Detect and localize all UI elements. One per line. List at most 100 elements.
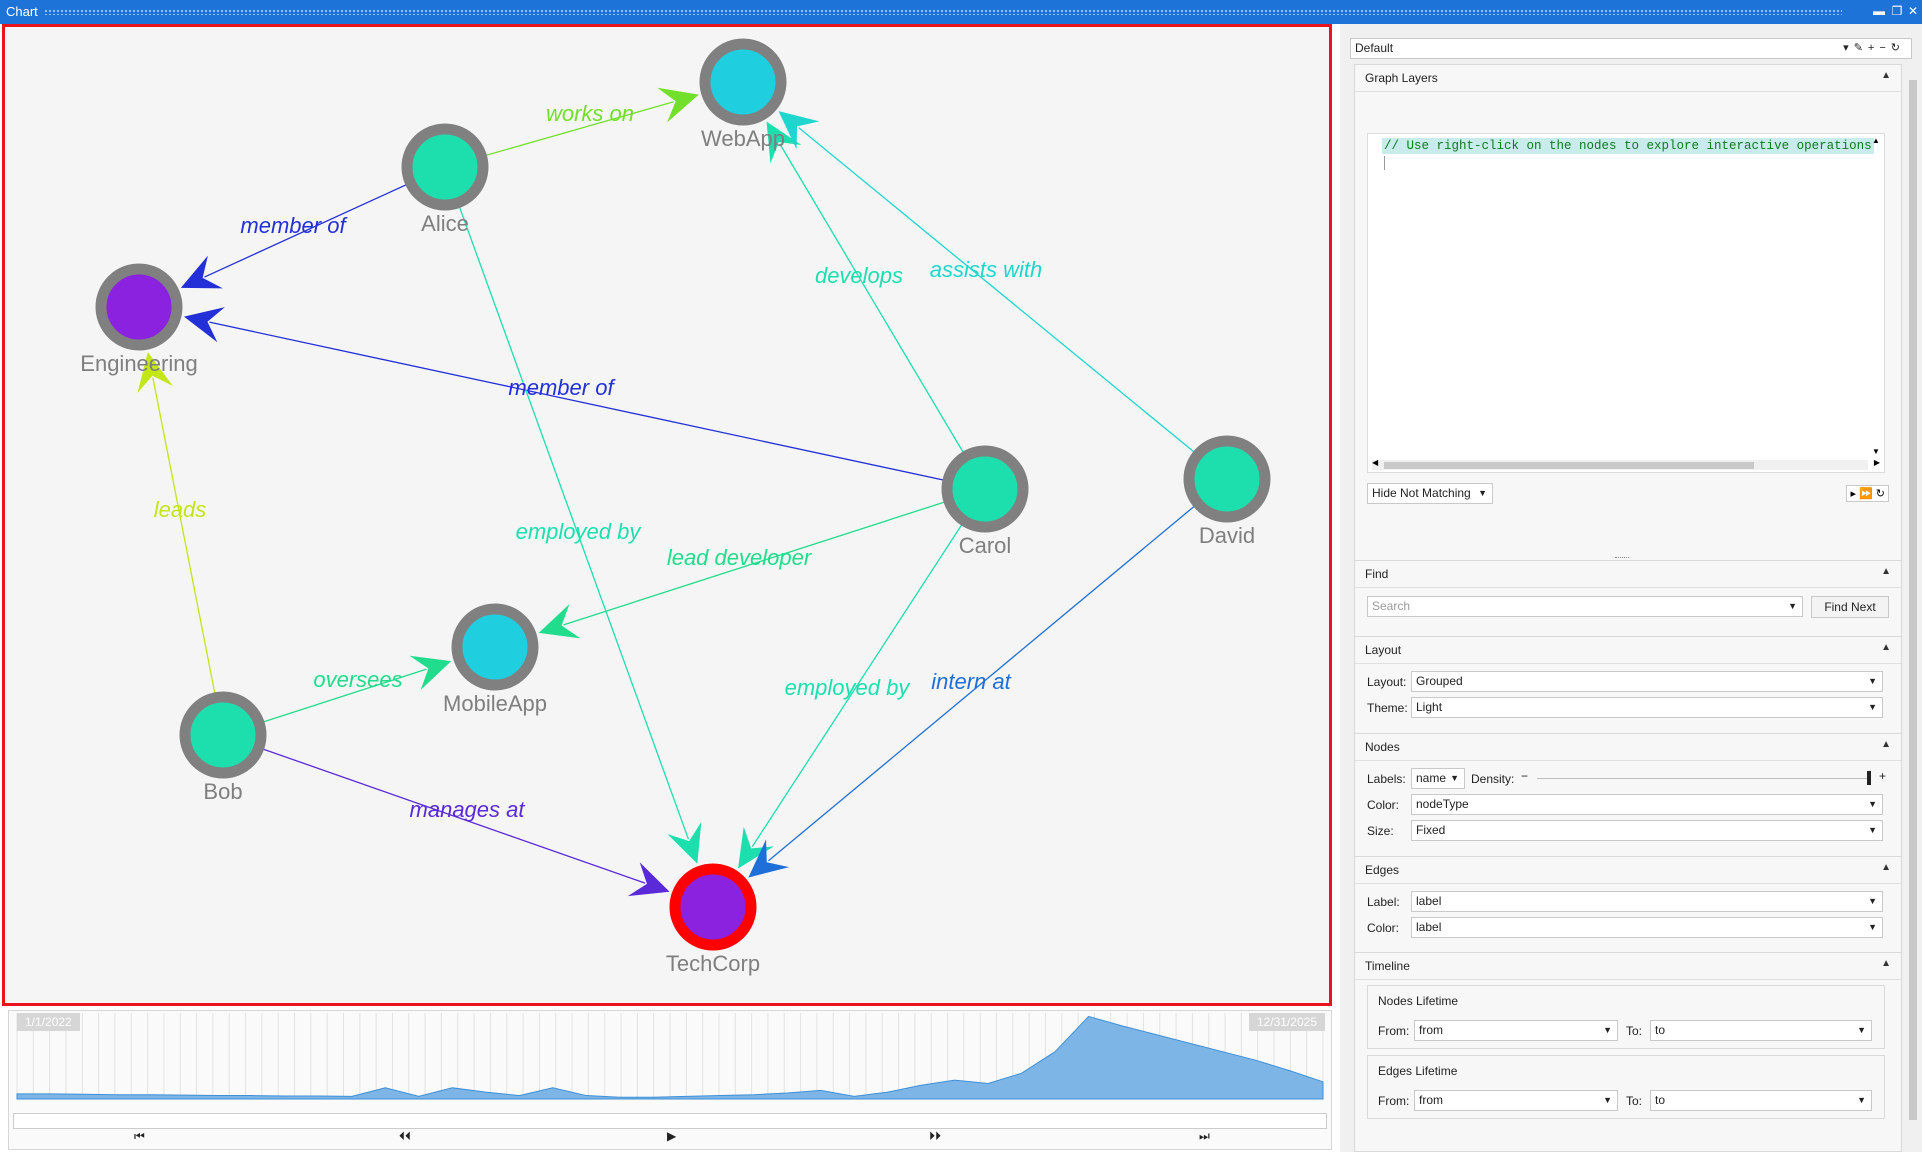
find-header[interactable]: Find ▲ [1355, 561, 1901, 588]
timeline-next-button[interactable]: ⏵⏵ [929, 1129, 942, 1143]
edge-bob-engineering[interactable] [137, 352, 224, 736]
edit-icon[interactable]: ✎ [1853, 42, 1868, 54]
node-circle[interactable] [95, 263, 183, 351]
edge-carol-engineering[interactable] [183, 307, 986, 490]
timeline-histogram[interactable] [9, 1011, 1331, 1111]
node-circle[interactable] [451, 603, 539, 691]
filter-mode-select[interactable]: Hide Not Matching ▼ [1367, 483, 1493, 504]
nodes-header[interactable]: Nodes ▲ [1355, 734, 1901, 761]
titlebar-drag-handle[interactable] [44, 9, 1842, 15]
graph-layers-code-editor[interactable]: // Use right-click on the nodes to explo… [1367, 133, 1885, 473]
node-circle[interactable] [179, 691, 267, 779]
collapse-icon[interactable]: ▲ [1881, 862, 1891, 873]
edge-line[interactable] [444, 166, 690, 840]
editor-scroll-thumb[interactable] [1384, 462, 1754, 469]
sidebar-scroll-thumb[interactable] [1909, 80, 1917, 1120]
labels-select[interactable]: name ▼ [1411, 768, 1465, 789]
nodes-from-select[interactable]: from ▼ [1414, 1020, 1618, 1041]
node-size-select[interactable]: Fixed ▼ [1411, 820, 1883, 841]
collapse-icon[interactable]: ▲ [1881, 566, 1891, 577]
edge-line[interactable] [563, 488, 986, 626]
collapse-icon[interactable]: ▲ [1881, 739, 1891, 750]
edge-carol-techcorp[interactable] [738, 488, 986, 869]
nodes-to-select[interactable]: to ▼ [1650, 1020, 1872, 1041]
node-color-select[interactable]: nodeType ▼ [1411, 794, 1883, 815]
edges-from-select[interactable]: from ▼ [1414, 1090, 1618, 1111]
timeline-settings-header[interactable]: Timeline ▲ [1355, 953, 1901, 980]
node-circle[interactable] [699, 38, 787, 126]
edges-to-select[interactable]: to ▼ [1650, 1090, 1872, 1111]
node-circle[interactable] [1183, 435, 1271, 523]
timeline-panel[interactable]: 1/1/2022 12/31/2025 ⏮ ⏴⏴ ▶ ⏵⏵ ⏭ [8, 1010, 1332, 1150]
edge-alice-techcorp[interactable] [444, 166, 702, 864]
collapse-icon[interactable]: ▲ [1881, 642, 1891, 653]
timeline-last-button[interactable]: ⏭ [1199, 1129, 1210, 1143]
timeline-play-button[interactable]: ▶ [667, 1129, 677, 1143]
edge-line[interactable] [751, 488, 986, 848]
edge-alice-engineering[interactable] [180, 166, 446, 289]
density-slider-track[interactable] [1537, 778, 1871, 779]
find-next-button[interactable]: Find Next [1811, 596, 1889, 618]
editor-vertical-scrollbar[interactable]: ▲ ▼ [1870, 136, 1882, 456]
edge-line[interactable] [767, 478, 1228, 862]
node-engineering[interactable]: Engineering [80, 263, 198, 376]
edge-line[interactable] [204, 166, 446, 278]
theme-select[interactable]: Light ▼ [1411, 697, 1883, 718]
node-webapp[interactable]: WebApp [699, 38, 787, 151]
minimize-icon[interactable]: ▬ [1873, 4, 1885, 18]
edge-carol-mobileapp[interactable] [538, 488, 986, 639]
edge-david-techcorp[interactable] [748, 478, 1228, 878]
scroll-up-icon[interactable]: ▲ [1872, 136, 1880, 145]
node-circle[interactable] [669, 863, 757, 951]
collapse-icon[interactable]: ▲ [1881, 70, 1891, 81]
scroll-left-icon[interactable]: ◀ [1372, 458, 1379, 467]
edge-david-webapp[interactable] [778, 111, 1228, 480]
graph-layers-header[interactable]: Graph Layers ▲ [1355, 65, 1901, 92]
preset-toolbar-icons[interactable]: ▾✎+−↻ [1843, 39, 1905, 58]
splitter-grip-icon[interactable] [1615, 557, 1629, 560]
edge-line[interactable] [798, 127, 1228, 480]
edge-bob-techcorp[interactable] [222, 734, 670, 897]
node-david[interactable]: David [1183, 435, 1271, 548]
run-layer-icons[interactable]: ▸ ⏩ ↻ [1846, 485, 1889, 502]
scroll-right-icon[interactable]: ▶ [1873, 458, 1880, 467]
edge-line[interactable] [209, 321, 986, 490]
edges-header[interactable]: Edges ▲ [1355, 857, 1901, 884]
restore-icon[interactable]: ❐ [1891, 4, 1903, 18]
node-techcorp[interactable]: TechCorp [666, 863, 760, 976]
edge-color-select[interactable]: label ▼ [1411, 917, 1883, 938]
edge-label-select[interactable]: label ▼ [1411, 891, 1883, 912]
timeline-scrollbar[interactable] [13, 1113, 1327, 1129]
node-bob[interactable]: Bob [179, 691, 267, 804]
node-mobileapp[interactable]: MobileApp [443, 603, 547, 716]
editor-horizontal-scrollbar[interactable]: ◀ ▶ [1372, 458, 1880, 470]
node-circle[interactable] [401, 123, 489, 211]
node-alice[interactable]: Alice [401, 123, 489, 236]
timeline-prev-button[interactable]: ⏴⏴ [399, 1129, 412, 1143]
remove-icon[interactable]: − [1879, 42, 1891, 54]
edge-line[interactable] [152, 377, 224, 736]
preset-select[interactable]: Default ▾✎+−↻ [1350, 38, 1912, 59]
timeline-settings-panel: Timeline ▲ Nodes Lifetime From: from ▼ T… [1354, 952, 1902, 1152]
density-slider-thumb[interactable] [1867, 771, 1871, 785]
node-circle[interactable] [941, 445, 1029, 533]
node-carol[interactable]: Carol [941, 445, 1029, 558]
refresh-icon[interactable]: ↻ [1890, 42, 1905, 54]
density-decrease-icon[interactable]: − [1521, 769, 1529, 783]
search-input[interactable]: Search ▼ [1367, 596, 1803, 617]
sidebar-scrollbar[interactable] [1908, 64, 1918, 1144]
layout-select[interactable]: Grouped ▼ [1411, 671, 1883, 692]
scroll-down-icon[interactable]: ▼ [1872, 447, 1880, 456]
layout-header[interactable]: Layout ▲ [1355, 637, 1901, 664]
timeline-first-button[interactable]: ⏮ [134, 1129, 145, 1143]
edge-line[interactable] [222, 734, 646, 884]
add-icon[interactable]: + [1867, 42, 1880, 54]
collapse-icon[interactable]: ▲ [1881, 958, 1891, 969]
edge-carol-webapp[interactable] [766, 121, 986, 490]
close-icon[interactable]: ✕ [1907, 4, 1919, 18]
edge-line[interactable] [779, 143, 986, 490]
density-increase-icon[interactable]: + [1879, 769, 1887, 783]
preset-dropdown-icon[interactable]: ▾ [1843, 42, 1854, 54]
